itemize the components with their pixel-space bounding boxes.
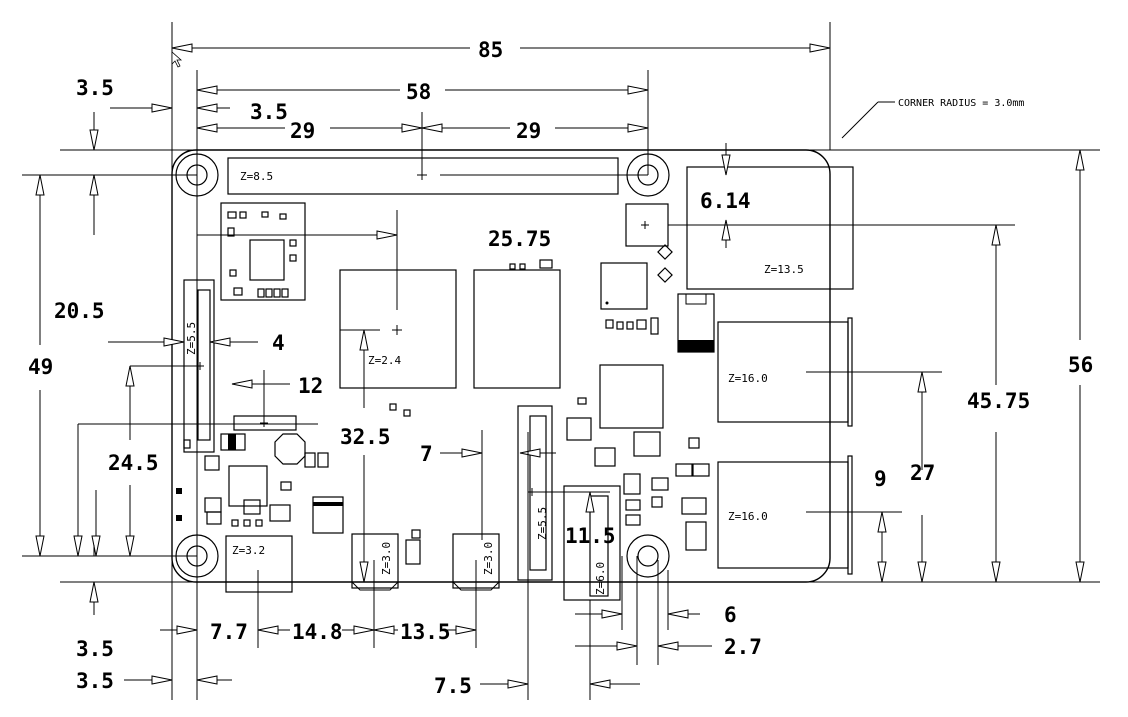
usb3-lower-height-label: Z=16.0 xyxy=(728,510,768,523)
dim-24-5: 24.5 xyxy=(108,451,159,475)
soc-chip: Z=2.4 xyxy=(339,269,457,389)
small-square-component xyxy=(625,203,673,283)
dim-half-right: 29 xyxy=(516,119,541,143)
dim-6: 6 xyxy=(724,603,737,627)
dim-11-5: 11.5 xyxy=(565,524,616,548)
fan-connector xyxy=(677,293,715,353)
audio-jack: Z=6.0 xyxy=(563,485,621,601)
soc-height-label: Z=2.4 xyxy=(368,354,401,367)
dim-7-5: 7.5 xyxy=(434,674,472,698)
dim-7: 7 xyxy=(420,442,433,466)
dim-32-5: 32.5 xyxy=(340,425,391,449)
dim-hole-spacing-y: 49 xyxy=(28,355,53,379)
dim-20-5: 20.5 xyxy=(54,299,105,323)
gpio-height-label: Z=8.5 xyxy=(240,170,273,183)
csi-connector: Z=5.5 xyxy=(517,405,553,581)
micro-hdmi-0: Z=3.0 xyxy=(351,533,399,591)
hdmi1-height-label: Z=3.0 xyxy=(482,542,495,575)
mouse-cursor-icon xyxy=(171,51,183,68)
dim-45-75: 45.75 xyxy=(967,389,1030,413)
audio-height-label: Z=6.0 xyxy=(594,562,607,595)
dimension-geometry xyxy=(22,22,1100,700)
memory-chip xyxy=(473,259,561,389)
power-circuitry xyxy=(176,415,344,534)
dim-half-left: 29 xyxy=(290,119,315,143)
dim-4: 4 xyxy=(272,331,285,355)
dim-7-7: 7.7 xyxy=(210,620,248,644)
dim-12: 12 xyxy=(298,374,323,398)
dim-hole-spacing-x: 58 xyxy=(406,80,431,104)
dsi-height-label: Z=5.5 xyxy=(185,322,198,355)
hdmi0-height-label: Z=3.0 xyxy=(380,542,393,575)
dim-9: 9 xyxy=(874,467,887,491)
gpio-header: Z=8.5 xyxy=(227,157,619,195)
usb2-ports: Z=13.5 xyxy=(686,166,854,290)
corner-radius-note: CORNER RADIUS = 3.0mm xyxy=(898,98,1024,109)
usb3-upper-height-label: Z=16.0 xyxy=(728,372,768,385)
mounting-hole-bottom-right xyxy=(626,534,670,578)
dim-hole-offset-top: 3.5 xyxy=(250,100,288,124)
dim-14-8: 14.8 xyxy=(292,620,343,644)
dim-overall-height: 56 xyxy=(1068,353,1093,377)
dim-25-75: 25.75 xyxy=(488,227,551,251)
csi-height-label: Z=5.5 xyxy=(536,507,549,540)
power-usbc-connector: Z=3.2 xyxy=(225,535,293,593)
usb2-height-label: Z=13.5 xyxy=(764,263,804,276)
dim-2-7: 2.7 xyxy=(724,635,762,659)
dim-27: 27 xyxy=(910,461,935,485)
pmic-chip xyxy=(600,262,659,335)
usb3-port-lower: Z=16.0 xyxy=(717,455,853,575)
dim-6-14: 6.14 xyxy=(700,189,751,213)
rp1-chip xyxy=(599,364,664,429)
dim-bottom-left-3-5: 3.5 xyxy=(76,669,114,693)
power-height-label: Z=3.2 xyxy=(232,544,265,557)
wireless-module xyxy=(220,202,306,301)
dim-left-edge-top: 3.5 xyxy=(76,76,114,100)
small-components-right xyxy=(389,397,710,565)
dim-overall-width: 85 xyxy=(478,38,503,62)
dim-bottom-3-5: 3.5 xyxy=(76,637,114,661)
dim-13-5: 13.5 xyxy=(400,620,451,644)
